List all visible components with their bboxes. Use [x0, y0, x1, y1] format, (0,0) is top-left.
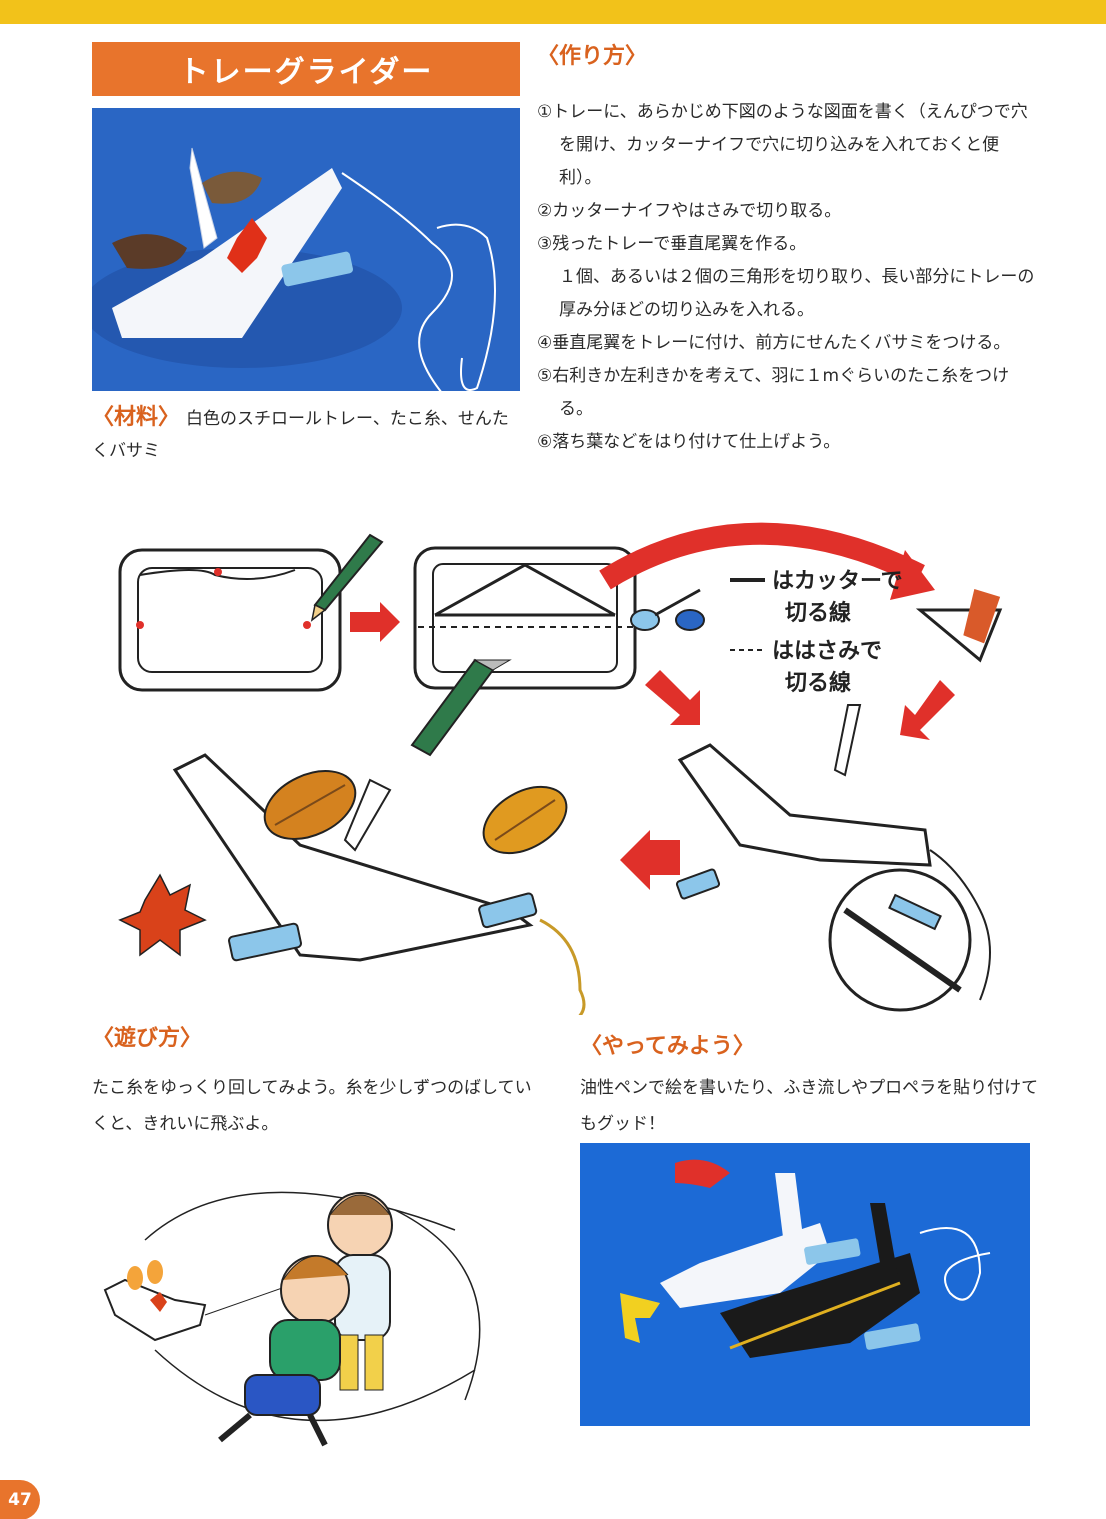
top-color-bar	[0, 0, 1106, 24]
step-2: ②カッターナイフやはさみで切り取る。	[537, 201, 842, 221]
legend-solid-label-2: 切る線	[785, 600, 851, 626]
pencil-icon	[310, 533, 384, 622]
legend-dashed-label-1: ははさみで	[772, 639, 882, 664]
step-4: ④垂直尾翼をトレーに付け、前方にせんたくバサミをつける。	[537, 333, 1011, 353]
cut-line-legend: はカッターで 切る線 ははさみで 切る線	[730, 569, 903, 696]
arrow-down-left	[900, 680, 955, 740]
maple-leaf-icon	[118, 873, 207, 957]
steps-list: ①トレーに、あらかじめ下図のような図面を書く（えんぴつで穴を開け、カッターナイフ…	[537, 96, 1037, 459]
instruction-diagram: はカッターで 切る線 ははさみで 切る線	[100, 520, 1050, 1022]
page-number: 47	[0, 1480, 40, 1519]
try-heading: 〈やってみよう〉	[580, 1034, 755, 1059]
children-playing-illustration	[95, 1150, 515, 1450]
decorated-gliders-photo	[580, 1143, 1030, 1426]
play-text: たこ糸をゆっくり回してみよう。糸を少しずつのばしていくと、きれいに飛ぶよ。	[92, 1078, 532, 1134]
leaf-icon	[482, 785, 568, 855]
child-behind	[327, 1192, 393, 1391]
leaf-icon	[263, 770, 357, 840]
finished-glider	[172, 753, 586, 1022]
step-3-detail: １個、あるいは２個の三角形を切り取り、長い部分にトレーの厚み分ほどの切り込みを入…	[559, 267, 1035, 320]
mini-glider-icon	[103, 1260, 207, 1342]
step-5: ⑤右利きか左利きかを考えて、羽に１mぐらいのたこ糸をつける。	[537, 366, 1010, 419]
materials-section: 〈材料〉白色のスチロールトレー、たこ糸、せんたくバサミ	[92, 402, 522, 467]
step-3: ③残ったトレーで垂直尾翼を作る。	[537, 234, 807, 254]
arrow-left	[620, 830, 680, 890]
materials-heading: 〈材料〉	[92, 405, 181, 430]
arrow-curved	[599, 522, 925, 590]
steps-heading: 〈作り方〉	[537, 44, 648, 69]
tray-sketch	[118, 548, 342, 692]
detail-magnifier	[828, 868, 972, 1012]
child-front	[218, 1255, 350, 1447]
try-text: 油性ペンで絵を書いたり、ふき流しやプロペラを貼り付けてもグッド！	[580, 1078, 1039, 1134]
play-heading: 〈遊び方〉	[92, 1026, 203, 1051]
legend-solid-label-1: はカッターで	[772, 569, 903, 594]
scissors-icon	[630, 588, 705, 631]
arrow-right-1	[350, 602, 400, 642]
page-title: トレーグライダー	[92, 42, 520, 96]
glider-photo	[92, 108, 520, 391]
tray-with-cut-lines	[413, 546, 637, 690]
glider-body-right	[677, 743, 932, 867]
arrow-down-right	[645, 670, 700, 725]
clothespin-icon	[675, 868, 721, 900]
legend-dashed-label-2: 切る線	[785, 670, 851, 696]
step-6: ⑥落ち葉などをはり付けて仕上げよう。	[537, 432, 841, 452]
materials-text: 白色のスチロールトレー、たこ糸、せんたくバサミ	[92, 409, 509, 461]
cutter-knife-icon	[410, 658, 512, 757]
step-1: ①トレーに、あらかじめ下図のような図面を書く（えんぴつで穴を開け、カッターナイフ…	[537, 102, 1028, 188]
